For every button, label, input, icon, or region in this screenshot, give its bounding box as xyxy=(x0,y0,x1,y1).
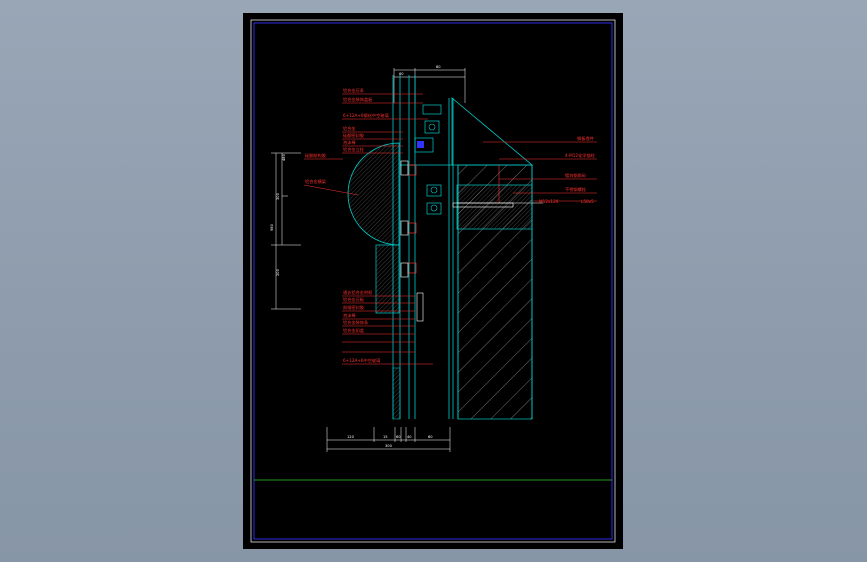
callout-right-5: L50x5 xyxy=(581,199,594,204)
dim-bottom-3: 60 xyxy=(396,435,401,439)
left-dimension-chain xyxy=(271,152,301,310)
callout-left-2: 6+12A+6钢化中空玻璃 xyxy=(343,112,389,119)
callout-left-15: 6+12A+6中空玻璃 xyxy=(343,357,380,364)
dim-left-1: 300 xyxy=(276,192,280,200)
callout-left-3: 铝合金 xyxy=(343,125,356,132)
slab-projection xyxy=(451,97,534,166)
callout-left-5: 泡沫棒 xyxy=(343,139,356,146)
dim-left-4: 480 xyxy=(282,153,286,161)
dim-bottom-6: 300 xyxy=(385,444,393,448)
callout-right-0: 钢板埋件 xyxy=(577,135,594,142)
callout-left-13: 铝合金装饰条 xyxy=(343,319,369,326)
callout-right-4: M12x120 xyxy=(539,199,559,204)
callout-left-11: 耐候密封胶 xyxy=(343,304,364,311)
mullion-lines xyxy=(392,75,454,419)
dim-bottom-2: 15 xyxy=(383,435,388,439)
bracket-group xyxy=(400,104,514,322)
callout-left-4: 硅酮密封胶 xyxy=(343,132,364,139)
callout-left-9: 通长铝合金附框 xyxy=(343,289,373,296)
callout-right-2: 镀锌钢角码 xyxy=(565,172,586,179)
callout-left-14: 铝合金扣盖 xyxy=(343,327,364,334)
callout-left-0: 铝合金压条 xyxy=(343,87,365,94)
bottom-dimension-chain xyxy=(326,427,451,452)
callout-left-10: 铝合金压板 xyxy=(343,296,365,303)
callout-left-6: 铝合金立柱 xyxy=(343,146,365,153)
dim-left-3: 980 xyxy=(270,223,274,231)
cad-drawing: 300 200 980 480 60 80 120 15 60 40 60 30… xyxy=(250,19,616,543)
inner-frame xyxy=(253,22,613,540)
left-callout-leaders xyxy=(303,93,433,365)
right-callout-leaders xyxy=(483,141,597,202)
top-dimension-chain xyxy=(393,68,466,103)
callout-right-3: 不锈钢螺栓 xyxy=(565,186,587,193)
callout-left-8: 铝合金横梁 xyxy=(305,178,327,185)
drawing-sheet: 300 200 980 480 60 80 120 15 60 40 60 30… xyxy=(243,13,623,549)
callout-left-1: 铝合金装饰盖板 xyxy=(343,96,373,103)
dim-left-2: 200 xyxy=(276,268,280,276)
dim-bottom-1: 120 xyxy=(347,435,355,439)
callout-right-1: 4-M12化学锚栓 xyxy=(565,152,596,159)
dim-bottom-4: 40 xyxy=(407,435,412,439)
callout-left-7: 硅酮结构胶 xyxy=(305,152,326,159)
dim-bottom-5: 60 xyxy=(428,435,433,439)
semicircle-feature xyxy=(347,142,400,246)
dim-top-2: 80 xyxy=(436,65,441,69)
callout-left-12: 泡沫棒 xyxy=(343,312,356,319)
outer-frame xyxy=(250,19,616,543)
lower-panel xyxy=(392,367,401,420)
dim-top-1: 60 xyxy=(399,72,404,76)
